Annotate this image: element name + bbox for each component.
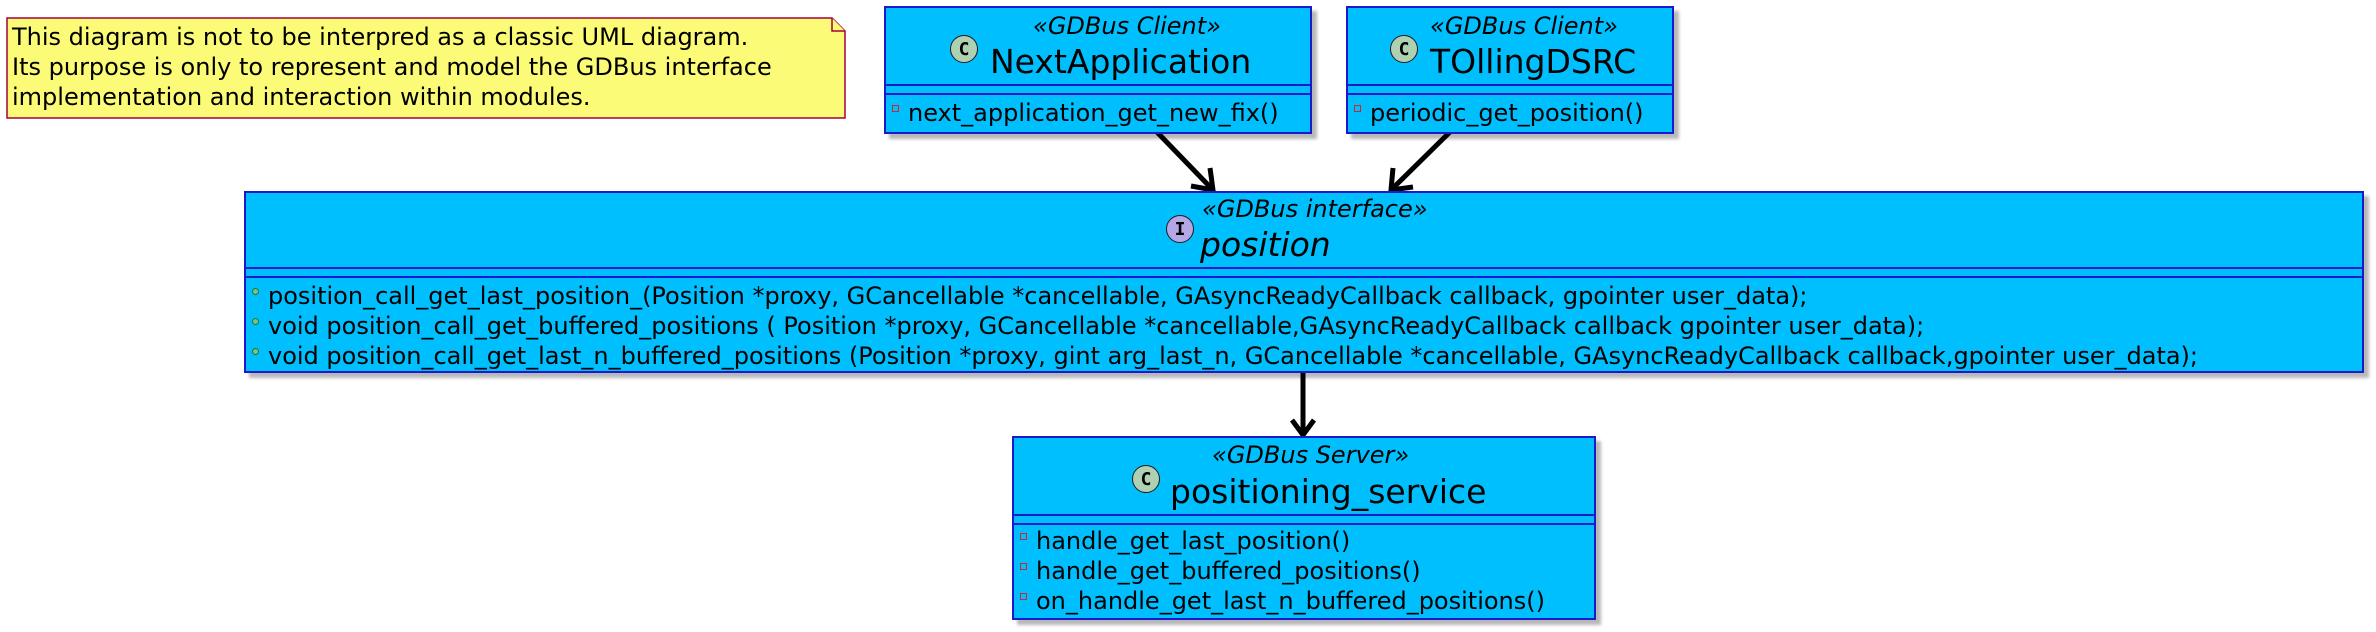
divider [886,84,1310,86]
member-row: void position_call_get_buffered_position… [246,311,2362,341]
divider [886,93,1310,95]
member-list: next_application_get_new_fix() [886,98,1310,128]
edge-position-to-positioning-service [1289,372,1317,440]
class-name: positioning_service [1170,472,1487,511]
divider [246,276,2362,278]
stereotype-label: «GDBus Client» [1430,12,1618,40]
edge-nextapplication-to-position [1153,128,1216,194]
member-list: handle_get_last_position() handle_get_bu… [1014,526,1594,616]
class-nextapplication[interactable]: C «GDBus Client» NextApplication next_ap… [884,6,1312,134]
note-line: This diagram is not to be interpred as a… [12,23,749,51]
private-method-icon [1020,593,1027,600]
member-row: handle_get_buffered_positions() [1014,556,1594,586]
method-name: handle_get_buffered_positions() [1036,557,1421,585]
member-list: position_call_get_last_position_(Positio… [246,281,2362,371]
class-name: NextApplication [990,42,1252,81]
class-badge-icon: C [1390,35,1418,63]
method-name: on_handle_get_last_n_buffered_positions(… [1036,587,1545,615]
class-positioning-service[interactable]: C «GDBus Server» positioning_service han… [1012,436,1596,620]
member-row: periodic_get_position() [1348,98,1672,128]
member-list: periodic_get_position() [1348,98,1672,128]
stereotype-label: «GDBus Server» [1212,441,1410,469]
method-signature: void position_call_get_buffered_position… [268,312,1925,340]
interface-badge-icon: I [1166,215,1194,243]
divider [1348,84,1672,86]
note-text: This diagram is not to be interpred as a… [12,22,772,112]
private-method-icon [892,105,899,112]
note-line: implementation and interaction within mo… [12,83,591,111]
divider [1014,514,1594,516]
note-shape [6,17,846,119]
private-method-icon [1354,105,1361,112]
divider [1348,93,1672,95]
stereotype-label: «GDBus interface» [1202,195,1428,223]
class-tollingdsrc[interactable]: C «GDBus Client» TOllingDSRC periodic_ge… [1346,6,1674,134]
edge-tollingdsrc-to-position [1388,128,1454,193]
interface-name: position [1200,225,1331,264]
public-method-icon [252,318,259,325]
note-line: Its purpose is only to represent and mod… [12,53,772,81]
divider [246,267,2362,269]
method-signature: void position_call_get_last_n_buffered_p… [268,342,2199,370]
member-row: handle_get_last_position() [1014,526,1594,556]
interface-position[interactable]: I «GDBus interface» position position_ca… [244,191,2364,373]
method-name: periodic_get_position() [1370,99,1644,127]
class-badge-icon: C [950,35,978,63]
divider [1014,523,1594,525]
member-row: position_call_get_last_position_(Positio… [246,281,2362,311]
method-name: next_application_get_new_fix() [908,99,1279,127]
class-name: TOllingDSRC [1430,42,1637,81]
private-method-icon [1020,563,1027,570]
method-name: handle_get_last_position() [1036,527,1351,555]
member-row: next_application_get_new_fix() [886,98,1310,128]
diagram-note: This diagram is not to be interpred as a… [6,17,846,119]
class-badge-icon: C [1132,465,1160,493]
member-row: void position_call_get_last_n_buffered_p… [246,341,2362,371]
public-method-icon [252,288,259,295]
private-method-icon [1020,533,1027,540]
method-signature: position_call_get_last_position_(Positio… [268,282,1808,310]
public-method-icon [252,348,259,355]
member-row: on_handle_get_last_n_buffered_positions(… [1014,586,1594,616]
stereotype-label: «GDBus Client» [1033,12,1221,40]
